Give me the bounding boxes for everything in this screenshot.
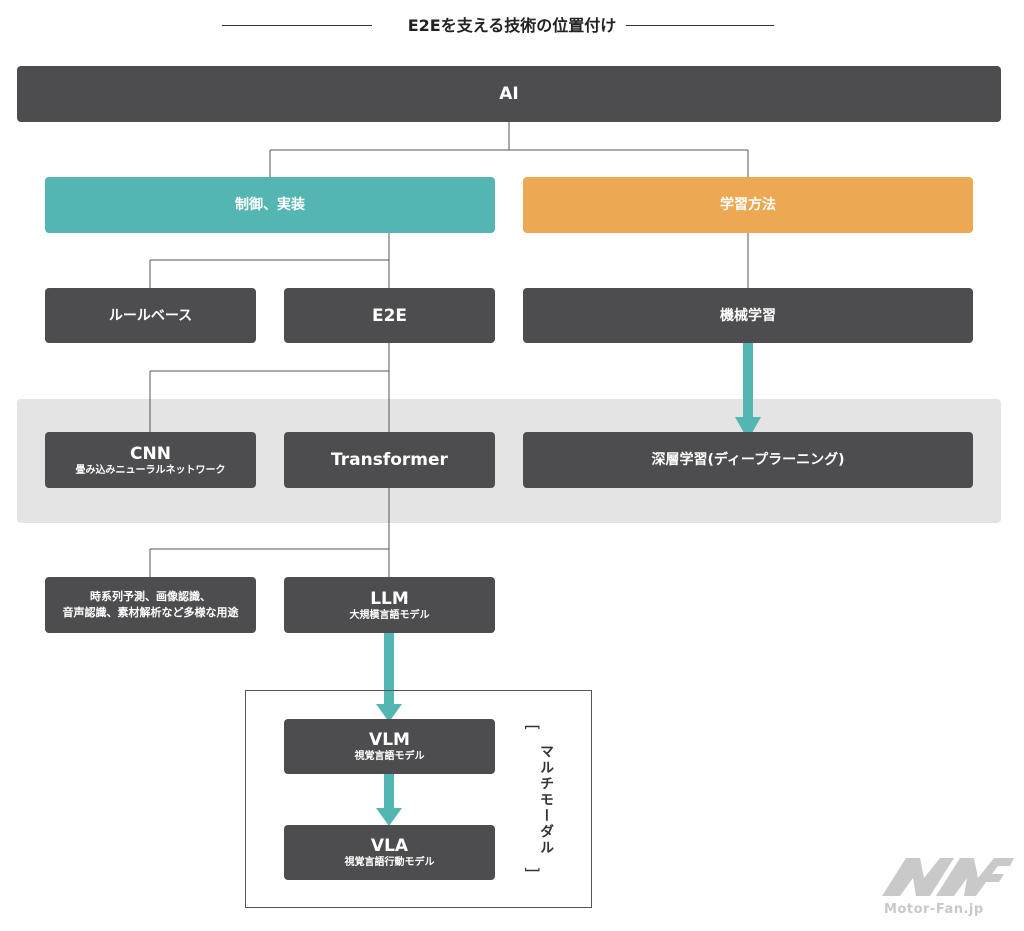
- node-vlm-sub: 視覚言語モデル: [354, 751, 425, 762]
- node-ai: AI: [17, 66, 1001, 122]
- node-control: 制御、実装: [45, 177, 495, 233]
- arrow-vlm-to-vla: [376, 774, 402, 826]
- node-ai-label: AI: [499, 84, 519, 104]
- node-cnn: CNN 畳み込みニューラルネットワーク: [45, 432, 256, 488]
- multimodal-bracket-close: ]: [523, 866, 543, 873]
- node-llm-label: LLM: [370, 588, 409, 609]
- motorfan-logo-icon: MF: [882, 858, 1014, 896]
- node-llm-sub: 大規模言語モデル: [349, 609, 430, 621]
- node-machine-learning-label: 機械学習: [720, 307, 776, 324]
- arrow-ml-to-dl: [735, 343, 761, 440]
- node-vlm-label: VLM: [369, 730, 410, 750]
- node-machine-learning: 機械学習: [523, 288, 973, 343]
- node-learning-label: 学習方法: [720, 197, 776, 213]
- node-transformer: Transformer: [284, 432, 495, 488]
- title-rule-left: [222, 25, 372, 26]
- node-transformer-label: Transformer: [331, 450, 448, 470]
- motorfan-watermark-text: Motor-Fan.jp: [884, 902, 984, 917]
- node-uses: 時系列予測、画像認識、 音声認識、素材解析など多様な用途: [45, 577, 256, 633]
- arrow-llm-to-vlm: [376, 633, 402, 722]
- motorfan-watermark: MF Motor-Fan.jp: [880, 852, 1014, 922]
- node-uses-line2: 音声認識、素材解析など多様な用途: [62, 606, 239, 619]
- node-deep-learning: 深層学習(ディープラーニング): [523, 432, 973, 488]
- diagram-title-row: E2Eを支える技術の位置付け: [0, 12, 1024, 40]
- multimodal-frame: [245, 690, 592, 908]
- node-e2e: E2E: [284, 288, 495, 343]
- node-cnn-label: CNN: [130, 443, 171, 464]
- node-llm: LLM 大規模言語モデル: [284, 577, 495, 633]
- node-deep-learning-label: 深層学習(ディープラーニング): [651, 452, 845, 468]
- node-rule-based-label: ルールベース: [108, 307, 193, 324]
- node-uses-line1: 時系列予測、画像認識、: [90, 590, 211, 603]
- node-vla: VLA 視覚言語行動モデル: [284, 825, 495, 880]
- node-learning: 学習方法: [523, 177, 973, 233]
- node-e2e-label: E2E: [371, 305, 408, 326]
- node-control-label: 制御、実装: [235, 197, 305, 213]
- node-rule-based: ルールベース: [45, 288, 256, 343]
- node-cnn-sub: 畳み込みニューラルネットワーク: [75, 464, 226, 476]
- diagram-title: E2Eを支える技術の位置付け: [397, 16, 627, 35]
- multimodal-label: マルチモーダル: [538, 744, 554, 856]
- node-vla-label: VLA: [370, 836, 409, 856]
- title-rule-right: [624, 25, 774, 26]
- node-vla-sub: 視覚言語行動モデル: [344, 857, 435, 868]
- node-vlm: VLM 視覚言語モデル: [284, 719, 495, 774]
